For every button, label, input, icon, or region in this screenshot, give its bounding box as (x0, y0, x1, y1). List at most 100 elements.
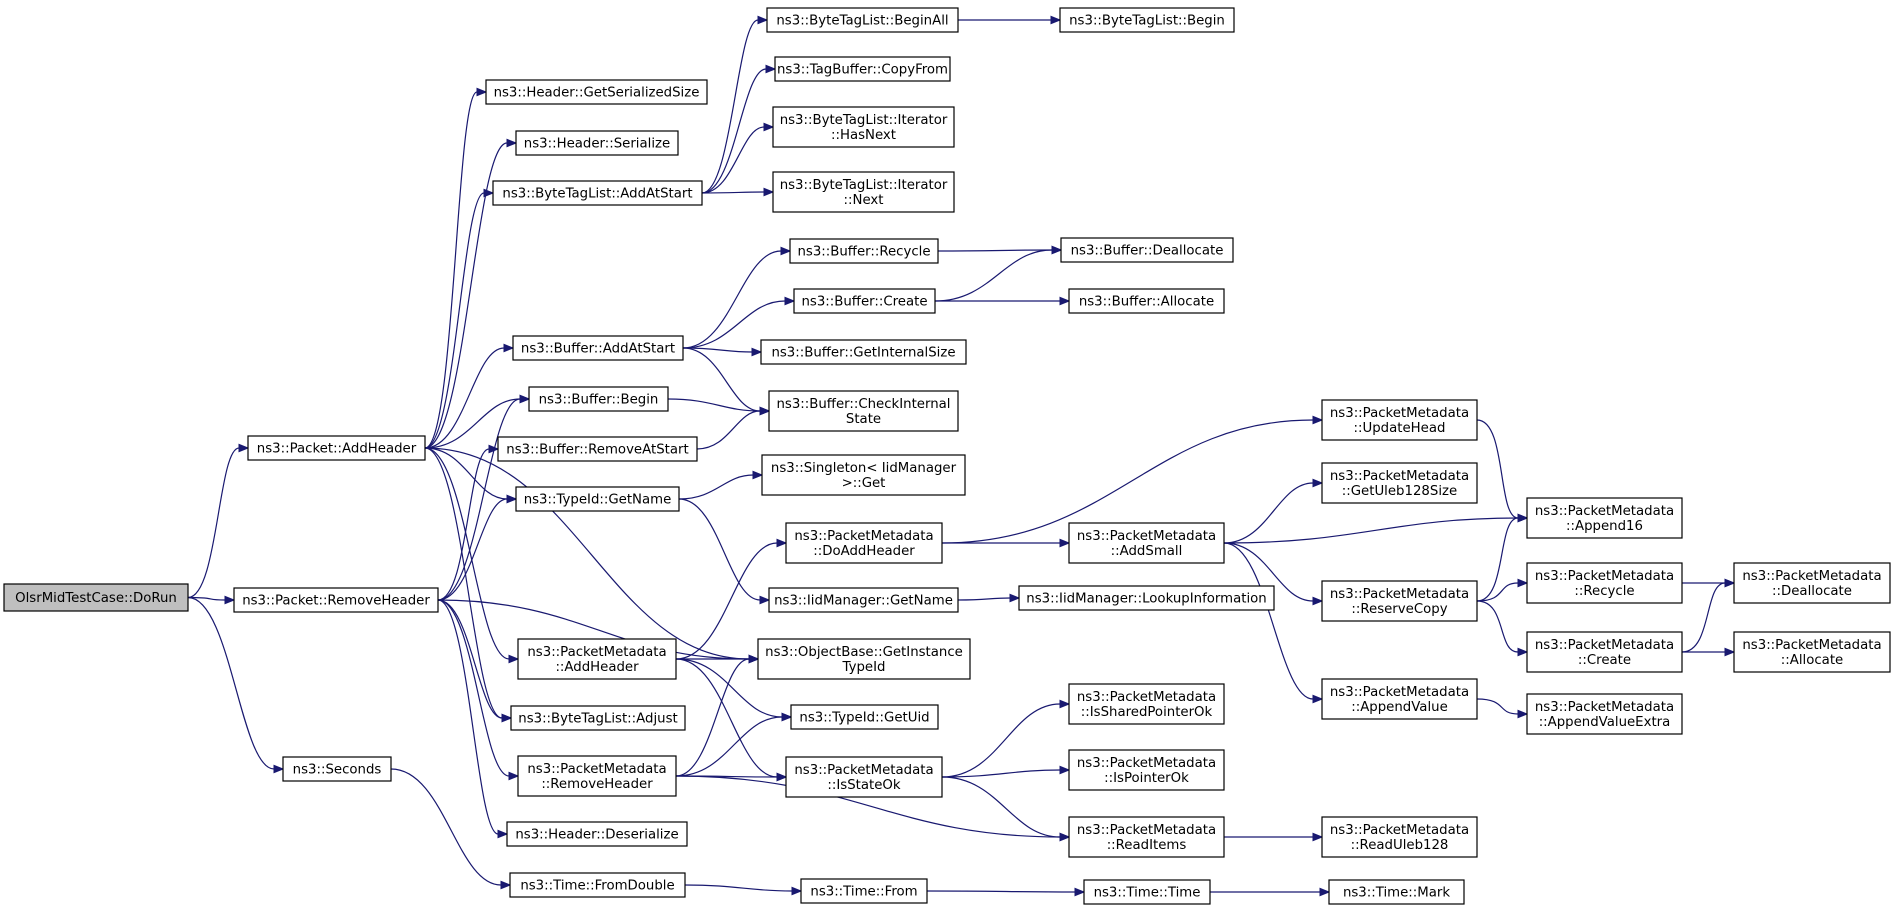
node-buf-rec[interactable]: ns3::Buffer::Recycle (789, 238, 939, 264)
node-iid-li[interactable]: ns3::IidManager::LookupInformation (1018, 585, 1275, 611)
arrowhead (1319, 887, 1331, 897)
node-label: ::HasNext (831, 128, 896, 143)
node-pm-doadd[interactable]: ns3::PacketMetadata::DoAddHeader (785, 522, 943, 564)
node-label: ns3::Packet::AddHeader (257, 442, 417, 457)
node-hdr-des[interactable]: ns3::Header::Deserialize (506, 821, 688, 847)
node-pm-cre[interactable]: ns3::PacketMetadata::Create (1526, 631, 1683, 673)
node-btl-aas[interactable]: ns3::ByteTagList::AddAtStart (492, 180, 703, 206)
node-buf-begin[interactable]: ns3::Buffer::Begin (528, 386, 669, 412)
node-btl-in[interactable]: ns3::ByteTagList::Iterator::Next (772, 171, 955, 213)
node-root[interactable]: OlsrMidTestCase::DoRun (3, 583, 189, 612)
edge-line (926, 890, 1076, 893)
node-hdr-gss[interactable]: ns3::Header::GetSerializedSize (485, 79, 708, 105)
node-box (768, 587, 959, 613)
edge-line (437, 398, 521, 601)
node-pm-dealloc[interactable]: ns3::PacketMetadata::Deallocate (1733, 562, 1891, 604)
node-btl-adj[interactable]: ns3::ByteTagList::Adjust (510, 705, 686, 731)
node-label: ::GetUleb128Size (1342, 484, 1457, 499)
node-pm-ispo[interactable]: ns3::PacketMetadata::IsSharedPointerOk (1068, 683, 1225, 725)
edge-buf-aas-to-buf-cre (682, 296, 796, 349)
node-label: ns3::PacketMetadata (1742, 569, 1881, 584)
node-pm-ru128[interactable]: ns3::PacketMetadata::ReadUleb128 (1321, 816, 1478, 858)
node-btl-ba[interactable]: ns3::ByteTagList::BeginAll (766, 7, 959, 33)
node-pm-a16[interactable]: ns3::PacketMetadata::Append16 (1526, 497, 1683, 539)
node-label: ns3::ByteTagList::Adjust (518, 712, 677, 727)
node-box (1526, 693, 1683, 735)
node-label: ns3::Buffer::AddAtStart (521, 342, 675, 357)
node-pm-ipo[interactable]: ns3::PacketMetadata::IsPointerOk (1068, 749, 1225, 791)
edge-pm-ri-to-pm-ru128 (1224, 832, 1324, 842)
node-pm-ave[interactable]: ns3::PacketMetadata::AppendValueExtra (1526, 693, 1683, 735)
node-hdr-ser[interactable]: ns3::Header::Serialize (515, 130, 679, 156)
node-tid-gu[interactable]: ns3::TypeId::GetUid (790, 704, 939, 730)
node-buf-gis[interactable]: ns3::Buffer::GetInternalSize (760, 339, 967, 365)
arrowhead (506, 494, 518, 504)
arrowhead (1724, 578, 1736, 588)
node-pm-as[interactable]: ns3::PacketMetadata::AddSmall (1068, 522, 1225, 564)
node-time-mark[interactable]: ns3::Time::Mark (1328, 879, 1465, 905)
node-box (1068, 749, 1225, 791)
arrowhead (500, 880, 512, 890)
node-time-time[interactable]: ns3::Time::Time (1083, 879, 1211, 905)
node-pm-uh[interactable]: ns3::PacketMetadata::UpdateHead (1321, 399, 1478, 441)
arrowhead (1050, 15, 1062, 25)
node-iid-gn[interactable]: ns3::IidManager::GetName (768, 587, 959, 613)
arrowhead (497, 829, 509, 839)
node-pm-rec[interactable]: ns3::PacketMetadata::Recycle (1526, 562, 1683, 604)
node-buf-dealloc[interactable]: ns3::Buffer::Deallocate (1060, 237, 1234, 263)
node-label: ns3::TagBuffer::CopyFrom (777, 63, 948, 78)
node-pm-gu128[interactable]: ns3::PacketMetadata::GetUleb128Size (1321, 462, 1478, 504)
arrowhead (759, 595, 771, 605)
arrowhead (503, 343, 515, 353)
node-box (757, 638, 971, 680)
node-pm-remh[interactable]: ns3::PacketMetadata::RemoveHeader (517, 755, 677, 797)
node-btl-begin[interactable]: ns3::ByteTagList::Begin (1059, 7, 1235, 33)
edge-iid-gn-to-iid-li (957, 593, 1021, 603)
node-time-from[interactable]: ns3::Time::From (800, 878, 928, 904)
node-tid-gn[interactable]: ns3::TypeId::GetName (515, 486, 680, 512)
node-buf-cre[interactable]: ns3::Buffer::Create (793, 288, 936, 314)
edge-line (1476, 517, 1519, 602)
edge-pkt-add-to-hdr-ser (424, 138, 518, 449)
node-buf-ras[interactable]: ns3::Buffer::RemoveAtStart (497, 436, 698, 462)
node-pm-ri[interactable]: ns3::PacketMetadata::ReadItems (1068, 816, 1225, 858)
node-label: ::Next (844, 193, 884, 208)
edge-line (941, 769, 1061, 778)
node-label: ns3::Buffer::Recycle (797, 245, 930, 260)
arrowhead (1312, 694, 1324, 704)
node-pm-alloc[interactable]: ns3::PacketMetadata::Allocate (1733, 631, 1891, 673)
node-label: ns3::PacketMetadata (527, 762, 666, 777)
edge-pkt-rem-to-hdr-des (437, 599, 509, 839)
node-pkt-rem[interactable]: ns3::Packet::RemoveHeader (233, 587, 439, 613)
edge-pkt-rem-to-tid-gn (437, 494, 518, 601)
node-pm-iso[interactable]: ns3::PacketMetadata::IsStateOk (785, 756, 943, 798)
node-tb-cf[interactable]: ns3::TagBuffer::CopyFrom (774, 56, 951, 82)
node-box (1068, 816, 1225, 858)
node-buf-alloc[interactable]: ns3::Buffer::Allocate (1068, 288, 1225, 314)
node-pm-av[interactable]: ns3::PacketMetadata::AppendValue (1321, 678, 1478, 720)
edge-buf-rec-to-buf-dealloc (937, 245, 1063, 255)
node-sing-get[interactable]: ns3::Singleton< IidManager>::Get (761, 454, 966, 496)
edge-line (437, 498, 508, 601)
node-box (509, 872, 686, 898)
edge-btl-aas-to-btl-ba (701, 15, 769, 194)
arrowhead (506, 138, 518, 148)
node-btl-ihn[interactable]: ns3::ByteTagList::Iterator::HasNext (772, 106, 955, 148)
node-buf-aas[interactable]: ns3::Buffer::AddAtStart (512, 335, 684, 361)
edge-time-time-to-time-mark (1209, 887, 1331, 897)
edge-pkt-add-to-pm-addh (424, 447, 520, 664)
node-label: State (846, 412, 881, 427)
node-box (510, 705, 686, 731)
edge-pm-addh-to-pm-doadd (675, 538, 788, 660)
node-pkt-add[interactable]: ns3::Packet::AddHeader (247, 435, 426, 461)
node-pm-rc[interactable]: ns3::PacketMetadata::ReserveCopy (1321, 580, 1478, 622)
node-pm-addh[interactable]: ns3::PacketMetadata::AddHeader (517, 638, 677, 680)
node-box (789, 238, 939, 264)
node-label: ns3::ByteTagList::Iterator (780, 113, 948, 128)
node-seconds[interactable]: ns3::Seconds (282, 756, 392, 782)
arrowhead (1074, 887, 1086, 897)
node-time-fd[interactable]: ns3::Time::FromDouble (509, 872, 686, 898)
node-box (515, 486, 680, 512)
